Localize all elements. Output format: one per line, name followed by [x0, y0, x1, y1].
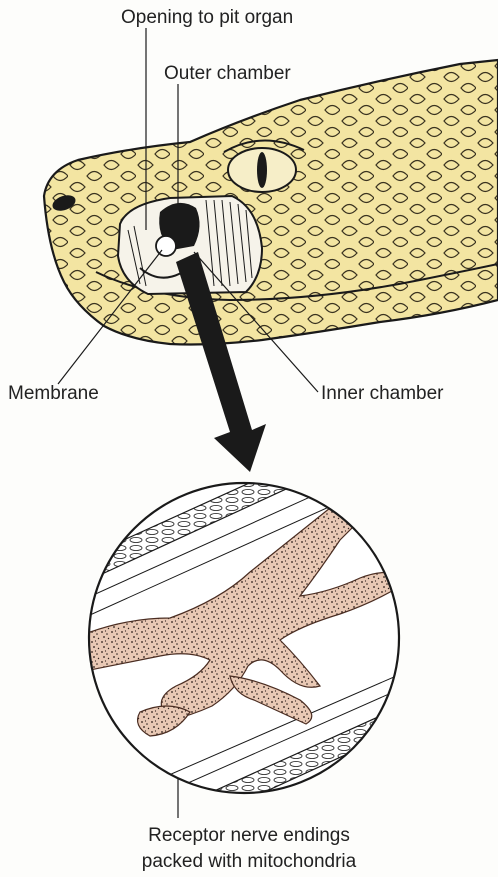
label-membrane: Membrane [8, 384, 99, 403]
caption-line-1: Receptor nerve endings [0, 826, 498, 845]
head-outline [44, 60, 498, 345]
label-opening-to-pit-organ: Opening to pit organ [121, 8, 293, 27]
pupil [257, 152, 267, 188]
snake-head [44, 60, 498, 345]
label-inner-chamber: Inner chamber [321, 384, 444, 403]
label-outer-chamber: Outer chamber [164, 64, 291, 83]
magnified-view [40, 460, 430, 840]
caption-line-2: packed with mitochondria [0, 852, 498, 871]
